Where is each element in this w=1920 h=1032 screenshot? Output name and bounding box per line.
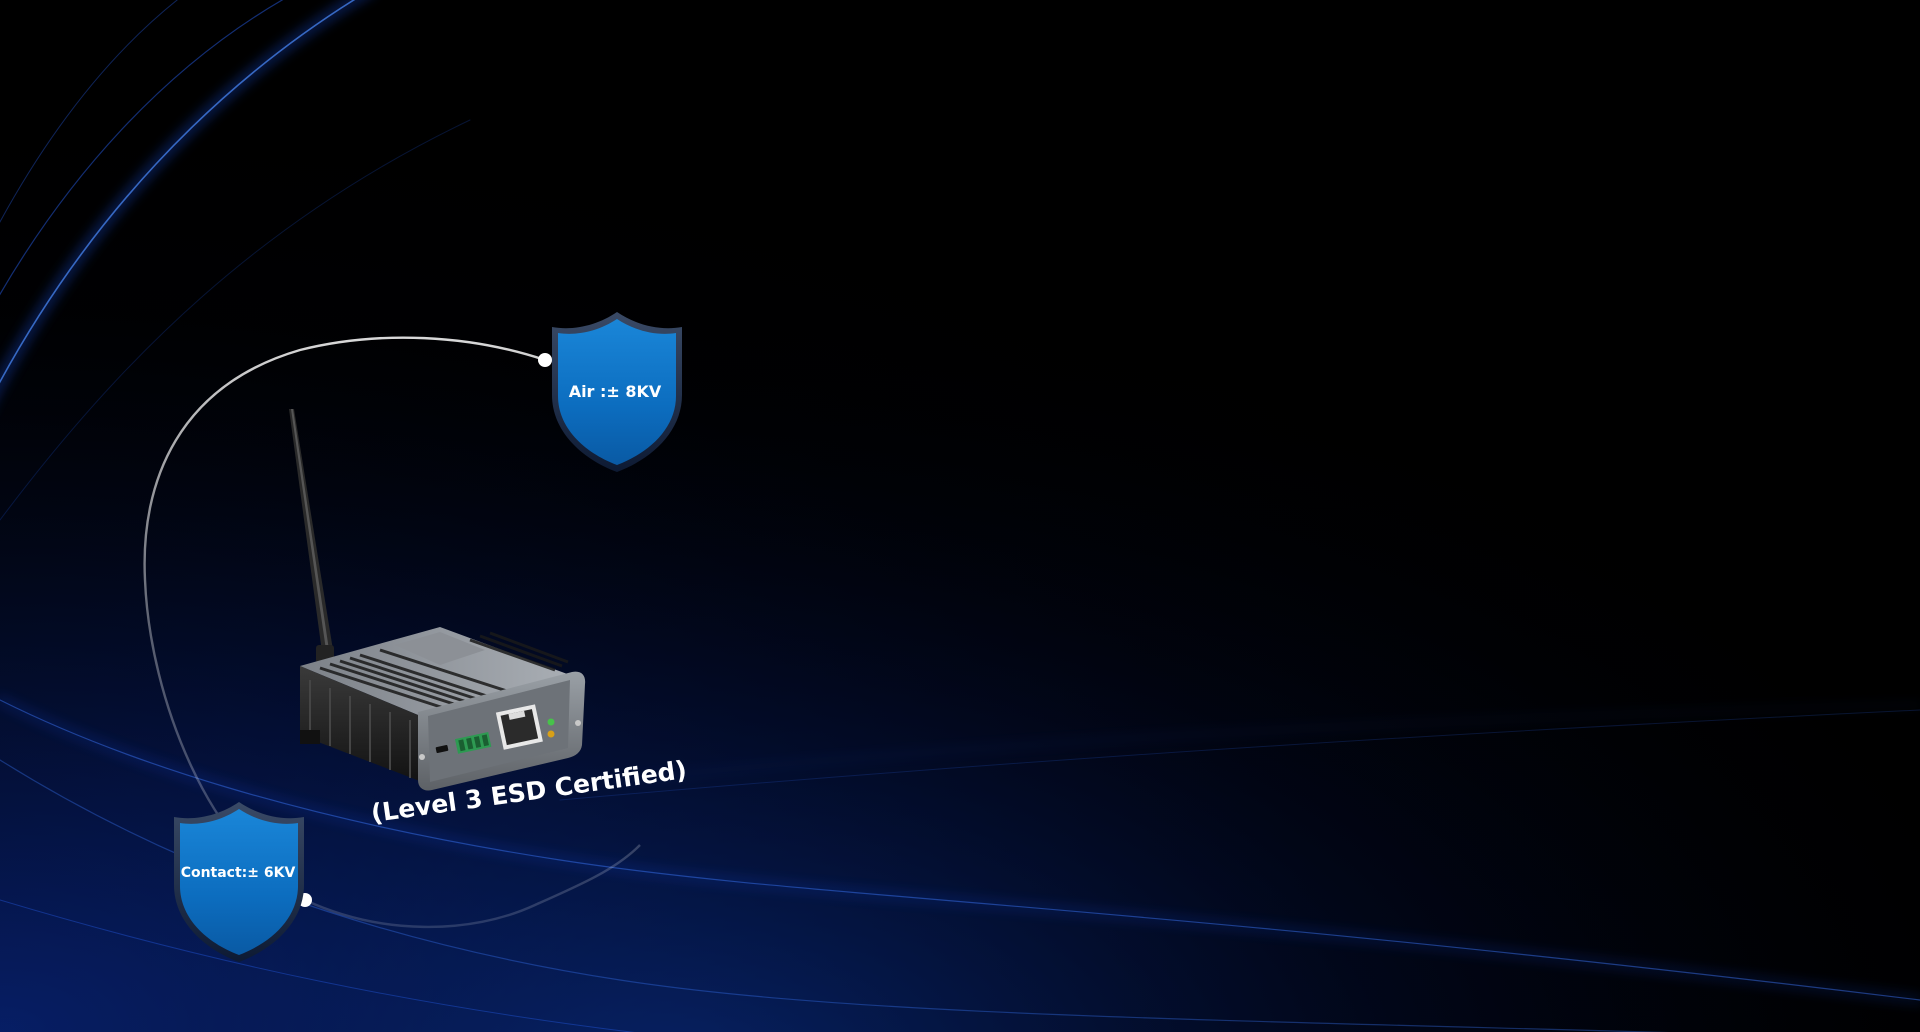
shield-icon <box>552 312 682 472</box>
terminal-block <box>454 732 492 754</box>
status-led-orange <box>547 730 555 738</box>
contact-shield-badge: Contact:± 6KV <box>174 802 304 962</box>
connector-arc <box>143 336 641 929</box>
air-shield-badge: Air :± 8KV <box>552 312 682 472</box>
air-badge-label: Air :± 8KV <box>569 382 662 401</box>
shield-icon <box>174 802 304 962</box>
router-device-image <box>289 409 586 791</box>
ethernet-port <box>495 704 543 750</box>
status-led-green <box>547 718 555 726</box>
air-connector-dot <box>538 353 552 367</box>
contact-badge-label: Contact:± 6KV <box>181 865 296 881</box>
